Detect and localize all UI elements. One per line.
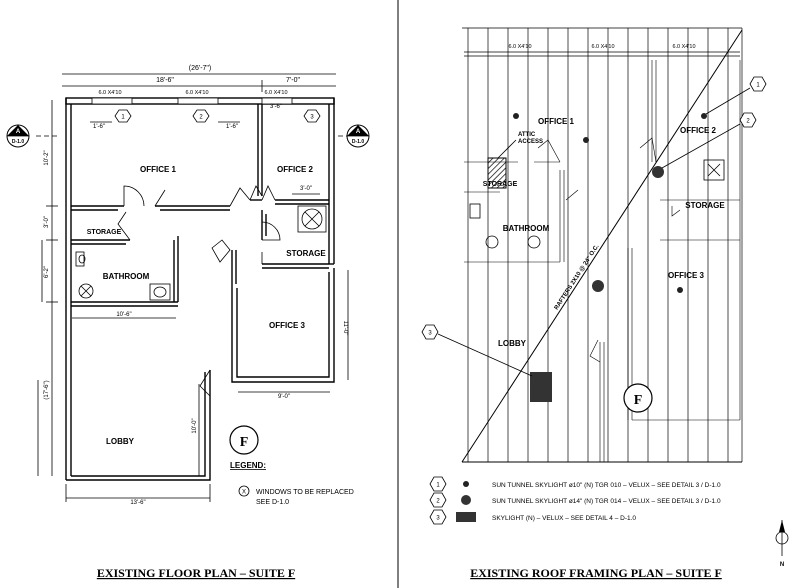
dim-13-6: 13'-6" (130, 500, 145, 506)
dim-17-6: (17'-6") (44, 380, 50, 399)
dim-18-6: 18'-6" (156, 77, 174, 84)
sink (149, 283, 171, 301)
svg-text:SUN TUNNEL SKYLIGHT ø14" (N) T: SUN TUNNEL SKYLIGHT ø14" (N) TGR 014 – V… (492, 498, 721, 505)
roof-room-office-1: OFFICE 1 (538, 117, 575, 126)
svg-text:SKYLIGHT (N) – VELUX – SEE DET: SKYLIGHT (N) – VELUX – SEE DETAIL 4 – D-… (492, 515, 636, 522)
dim-mid-1-6: 1'-6" (226, 124, 238, 130)
dim-6-2: 6'-2" (44, 266, 50, 278)
svg-text:1: 1 (436, 483, 440, 489)
roof-window-label-1: 6.0 X4'10 (508, 44, 531, 50)
callout-3: 3 (421, 324, 533, 377)
roof-room-office-3: OFFICE 3 (668, 271, 705, 280)
window-label-3: 6.0 X4'10 (264, 90, 287, 96)
attic-label-2: ACCESS (518, 139, 543, 145)
dim-h-3-0: 3'-0" (300, 186, 312, 192)
svg-text:D-1.0: D-1.0 (352, 139, 364, 145)
legend-line-1: WINDOWS TO BE REPLACED (256, 489, 354, 496)
svg-text:X: X (242, 490, 246, 496)
room-office-3: OFFICE 3 (269, 321, 306, 330)
roof-window-label-2: 6.0 X4'10 (591, 44, 614, 50)
dim-11-0: 11'-0" (342, 321, 348, 336)
floor-plan: (26'-7") 18'-6" 7'-0" 6.0 X4'10 6.0 X4'1… (6, 65, 370, 580)
room-office-1: OFFICE 1 (140, 165, 177, 174)
suite-mark-right-text: F (634, 393, 643, 408)
section-marker-left: A D-1.0 (6, 124, 30, 148)
svg-text:2: 2 (746, 119, 750, 125)
dim-3-6: 3'-6" (270, 104, 282, 110)
svg-text:SUN TUNNEL SKYLIGHT ø10" (N) T: SUN TUNNEL SKYLIGHT ø10" (N) TGR 010 – V… (492, 482, 721, 489)
svg-text:A: A (356, 129, 361, 135)
north-arrow-icon: N (775, 520, 789, 568)
legend-line-2: SEE D-1.0 (256, 499, 289, 506)
roof-legend-item-3: 3 SKYLIGHT (N) – VELUX – SEE DETAIL 4 – … (429, 509, 636, 525)
roof-diagonal (461, 29, 743, 463)
dim-10-6: 10'-6" (116, 312, 131, 318)
svg-text:1: 1 (121, 115, 125, 121)
suite-mark-left-text: F (240, 435, 249, 450)
attic-access-hatch (487, 157, 507, 189)
callout-1: 1 (705, 76, 767, 115)
roof-room-bathroom: BATHROOM (503, 224, 550, 233)
water-heater (297, 205, 327, 233)
window-label-1: 6.0 X4'10 (98, 90, 121, 96)
suite-mark-left (229, 425, 259, 455)
room-storage-right: STORAGE (286, 249, 326, 258)
room-office-2: OFFICE 2 (277, 165, 314, 174)
suite-mark-right (623, 383, 653, 413)
room-lobby: LOBBY (106, 437, 135, 446)
room-bathroom: BATHROOM (103, 272, 150, 281)
svg-text:1: 1 (756, 83, 760, 89)
svg-text:A: A (16, 129, 21, 135)
roof-legend-item-1: 1 SUN TUNNEL SKYLIGHT ø10" (N) TGR 010 –… (429, 476, 721, 492)
window-tag-2: 2 (192, 109, 210, 123)
floor-drain (78, 283, 94, 299)
window-tag-3: 3 (303, 109, 321, 123)
window-label-2: 6.0 X4'10 (185, 90, 208, 96)
dim-left-1-6: 1'-6" (93, 124, 105, 130)
section-marker-right: A D-1.0 (346, 124, 370, 148)
roof-room-storage-right: STORAGE (685, 201, 725, 210)
dim-v-3-0: 3'-0" (44, 216, 50, 228)
toilet-tank (75, 251, 85, 267)
roof-window-label-3: 6.0 X4'10 (672, 44, 695, 50)
svg-text:3: 3 (436, 516, 440, 522)
rafters-note: RAFTERS 2X10 @ 24" O.C. (554, 243, 601, 311)
svg-text:N: N (780, 562, 784, 568)
svg-text:3: 3 (428, 331, 432, 337)
roof-room-lobby: LOBBY (498, 339, 527, 348)
callout-2: 2 (661, 112, 757, 169)
window-tag-1: 1 (114, 109, 132, 123)
dim-10-0: 10'-0" (192, 418, 198, 433)
roof-legend-item-2: 2 SUN TUNNEL SKYLIGHT ø14" (N) TGR 014 –… (429, 492, 721, 508)
svg-text:2: 2 (199, 115, 203, 121)
roof-plan-title: EXISTING ROOF FRAMING PLAN – SUITE F (470, 566, 722, 580)
legend-title: LEGEND: (230, 461, 266, 470)
svg-text:2: 2 (436, 499, 440, 505)
dim-9-0: 9'-0" (278, 394, 290, 400)
dim-overall-width: (26'-7") (189, 65, 212, 72)
svg-text:D-1.0: D-1.0 (12, 139, 24, 145)
skylights (513, 113, 707, 402)
svg-text:3: 3 (310, 115, 314, 121)
floor-plan-title: EXISTING FLOOR PLAN – SUITE F (97, 566, 295, 580)
dim-7-0: 7'-0" (286, 77, 300, 84)
roof-framing-plan: 6.0 X4'10 6.0 X4'10 6.0 X4'10 OFFICE 1 (421, 27, 789, 580)
room-storage-left: STORAGE (87, 229, 122, 236)
attic-label-1: ATTIC (518, 132, 536, 138)
legend-symbol (238, 485, 250, 497)
roof-room-office-2: OFFICE 2 (680, 126, 717, 135)
dim-10-2: 10'-2" (44, 150, 50, 165)
